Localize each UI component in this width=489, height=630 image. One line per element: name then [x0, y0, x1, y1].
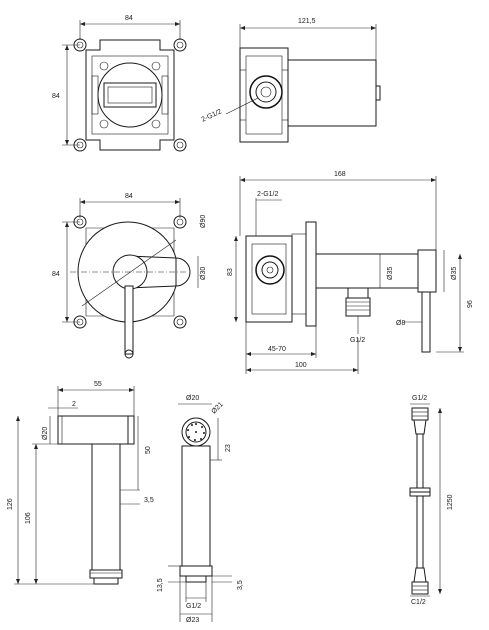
dim-35a-label: Ø35	[387, 267, 394, 280]
aerator-holes	[187, 423, 205, 441]
dim-2-label: 2	[72, 401, 76, 408]
thread-top-label: 2-G1/2	[257, 191, 279, 198]
view-assembly-side: 168 2-G1/2 83 Ø35 Ø35 96	[227, 171, 474, 374]
view-box-side: 121,5 2-G1/2	[201, 18, 381, 143]
dim-3-5-label: 3,5	[144, 497, 154, 504]
thread-bottom-label: G1/2	[350, 337, 365, 344]
plate-dia-label: Ø90	[200, 215, 207, 228]
dim-height-label: 84	[52, 93, 60, 100]
thread-front-label: G1/2	[186, 603, 201, 610]
plate-dim-height: 84	[52, 271, 60, 278]
hose-length-label: 1250	[447, 494, 454, 510]
dim-50-label: 50	[145, 446, 152, 454]
dia-20-front-label: Ø20	[186, 395, 199, 402]
dim-35b-label: Ø35	[451, 267, 458, 280]
dim-55-label: 55	[94, 381, 102, 388]
dim-106-label: 106	[25, 512, 32, 524]
dia-23-label: Ø23	[186, 617, 199, 624]
thread-label: 2-G1/2	[201, 108, 223, 123]
dim-8-label: Ø8	[396, 320, 405, 327]
dim-45-70-label: 45-70	[268, 346, 286, 353]
dim-23-label: 23	[225, 444, 232, 452]
view-hose: G1/2 C1/2 1250	[409, 395, 454, 606]
dim-width-label: 84	[125, 15, 133, 22]
hose-thread-bottom-label: C1/2	[411, 599, 426, 606]
view-plate-front: 84 84 Ø90 Ø30	[52, 193, 207, 359]
dim-13-5-label: 13,5	[157, 578, 164, 592]
dim-83-label: 83	[227, 268, 234, 276]
dia-21-label: Ø21	[210, 401, 224, 415]
dia-20-label: Ø20	[42, 427, 49, 440]
dim-96-label: 96	[467, 300, 474, 308]
dim-3-5-front-label: 3,5	[237, 580, 244, 590]
dim-length-label: 121,5	[298, 18, 316, 25]
dim-126-label: 126	[7, 498, 14, 510]
lever-dia-label: Ø30	[200, 267, 207, 280]
view-spout-side: 55 2 Ø20 50 3,5 126 106	[7, 381, 154, 585]
dim-100-label: 100	[295, 362, 307, 369]
view-spout-front: Ø20 Ø21 23 13,5 3,5 G1/2 Ø23	[157, 395, 244, 624]
total-length-label: 168	[334, 171, 346, 178]
plate-dim-width: 84	[125, 193, 133, 200]
view-box-front: 84 84	[52, 15, 187, 152]
hose-thread-top-label: G1/2	[412, 395, 427, 402]
